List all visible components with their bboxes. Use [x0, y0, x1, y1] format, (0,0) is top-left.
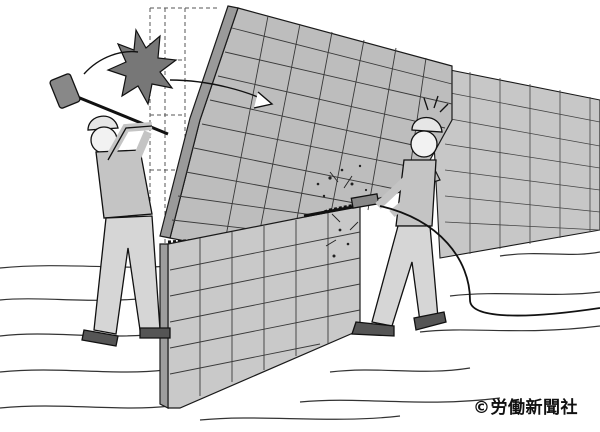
debris-lines: [325, 171, 359, 247]
back-wall: [429, 65, 600, 259]
worker-with-hammer: [49, 73, 171, 347]
swing-arrows: [83, 50, 274, 109]
debris-particles: [316, 164, 368, 258]
copyright-credit: ©労働新聞社: [473, 398, 578, 418]
falling-wall-panel: [159, 5, 453, 243]
impact-burst-icon: [106, 28, 178, 106]
worker-with-chipper: [303, 95, 600, 337]
lower-wall: [159, 205, 361, 409]
ground-lines: [0, 251, 600, 421]
